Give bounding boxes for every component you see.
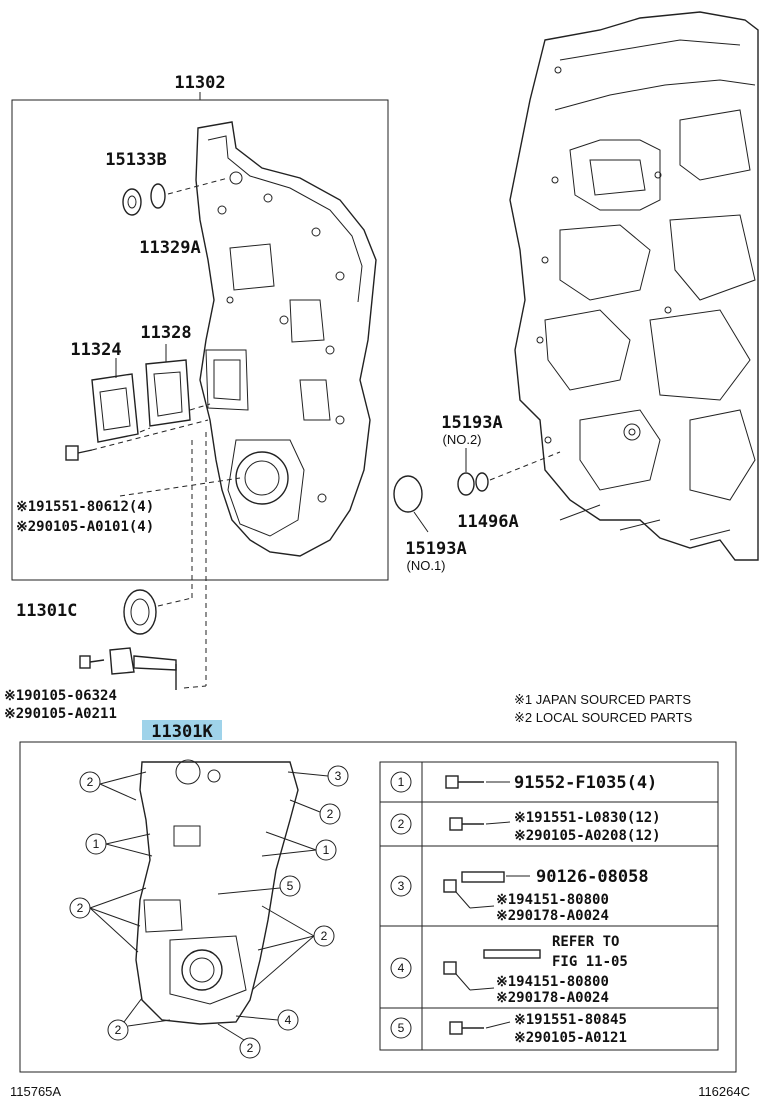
label-11301k[interactable]: 11301K: [151, 722, 213, 742]
sensor-drawing: [79, 647, 207, 690]
row-4-line-4: ※290178-A0024: [496, 990, 609, 1006]
table-row-1: 1 91552-F1035(4): [390, 771, 657, 793]
row-4-line-3: ※194151-80800: [496, 974, 609, 990]
label-no2: (NO.2): [443, 432, 482, 447]
row-3-line-1: 90126-08058: [536, 867, 649, 887]
seal-15133b-drawing: [122, 177, 229, 216]
row-5-line-1: ※191551-80845: [514, 1012, 627, 1028]
row-1-line-1: 91552-F1035(4): [514, 773, 657, 793]
callout-5: 5: [287, 879, 294, 893]
callout-1b: 1: [323, 843, 330, 857]
label-bolt-2: ※290105-A0101(4): [16, 519, 154, 535]
row-3-line-2: ※194151-80800: [496, 892, 609, 908]
row-3-id: 3: [398, 879, 405, 893]
row-2-line-2: ※290105-A0208(12): [514, 828, 661, 844]
label-11328: 11328: [140, 323, 191, 343]
bolt-position-frame: [19, 741, 737, 1073]
callout-circles: 2 3 2 1 1 5 2 2 2 4 2: [69, 765, 349, 1059]
note-local-sourced: ※2 LOCAL SOURCED PARTS: [514, 710, 693, 725]
callout-2b: 2: [327, 807, 334, 821]
callout-2e: 2: [115, 1023, 122, 1037]
table-row-2: 2 ※191551-L0830(12) ※290105-A0208(12): [390, 810, 661, 844]
label-11329a: 11329A: [139, 238, 200, 258]
label-11301c: 11301C: [16, 601, 77, 621]
engine-block-drawing: [509, 11, 759, 561]
seal-11301c-drawing: [123, 432, 207, 686]
row-1-id: 1: [398, 775, 405, 789]
row-3-line-3: ※290178-A0024: [496, 908, 609, 924]
timing-chain-cover-drawing: [195, 121, 377, 557]
callout-4: 4: [285, 1013, 292, 1027]
label-11302: 11302: [174, 73, 225, 93]
label-11324: 11324: [70, 340, 121, 360]
row-4-line-1: REFER TO: [552, 934, 619, 950]
fastener-table: [379, 761, 719, 1051]
label-sensor-bolt-1: ※190105-06324: [4, 688, 117, 704]
label-15133b: 15133B: [105, 150, 166, 170]
row-5-id: 5: [398, 1021, 405, 1035]
callout-1a: 1: [93, 837, 100, 851]
footer-right-code: 116264C: [698, 1084, 750, 1099]
label-11496a: 11496A: [457, 512, 518, 532]
row-4-id: 4: [398, 961, 405, 975]
row-5-line-2: ※290105-A0121: [514, 1030, 627, 1046]
note-japan-sourced: ※1 JAPAN SOURCED PARTS: [514, 692, 691, 707]
cover-outline-drawing: [135, 759, 299, 1025]
label-no1: (NO.1): [407, 558, 446, 573]
row-4-line-2: FIG 11-05: [552, 954, 628, 970]
table-row-3: 3 90126-08058 ※194151-80800 ※290178-A002…: [390, 867, 649, 924]
callout-2a: 2: [87, 775, 94, 789]
callout-3: 3: [335, 769, 342, 783]
bolt-drawing: [65, 419, 241, 497]
table-row-5: 5 ※191551-80845 ※290105-A0121: [390, 1012, 627, 1046]
label-15193a-no2: 15193A: [441, 413, 502, 433]
callout-2f: 2: [247, 1041, 254, 1055]
label-sensor-bolt-2: ※290105-A0211: [4, 706, 117, 722]
callout-2d: 2: [321, 929, 328, 943]
row-2-id: 2: [398, 817, 405, 831]
row-2-line-1: ※191551-L0830(12): [514, 810, 661, 826]
footer-left-code: 115765A: [10, 1084, 61, 1099]
part-11301k-highlight: [142, 720, 222, 740]
callout-2c: 2: [77, 901, 84, 915]
table-row-4: 4 REFER TO FIG 11-05 ※194151-80800 ※2901…: [390, 934, 628, 1006]
label-bolt-1: ※191551-80612(4): [16, 499, 154, 515]
oring-drawings: [393, 448, 561, 533]
gasket-drawings: [91, 344, 211, 443]
label-15193a-no1: 15193A: [405, 539, 466, 559]
